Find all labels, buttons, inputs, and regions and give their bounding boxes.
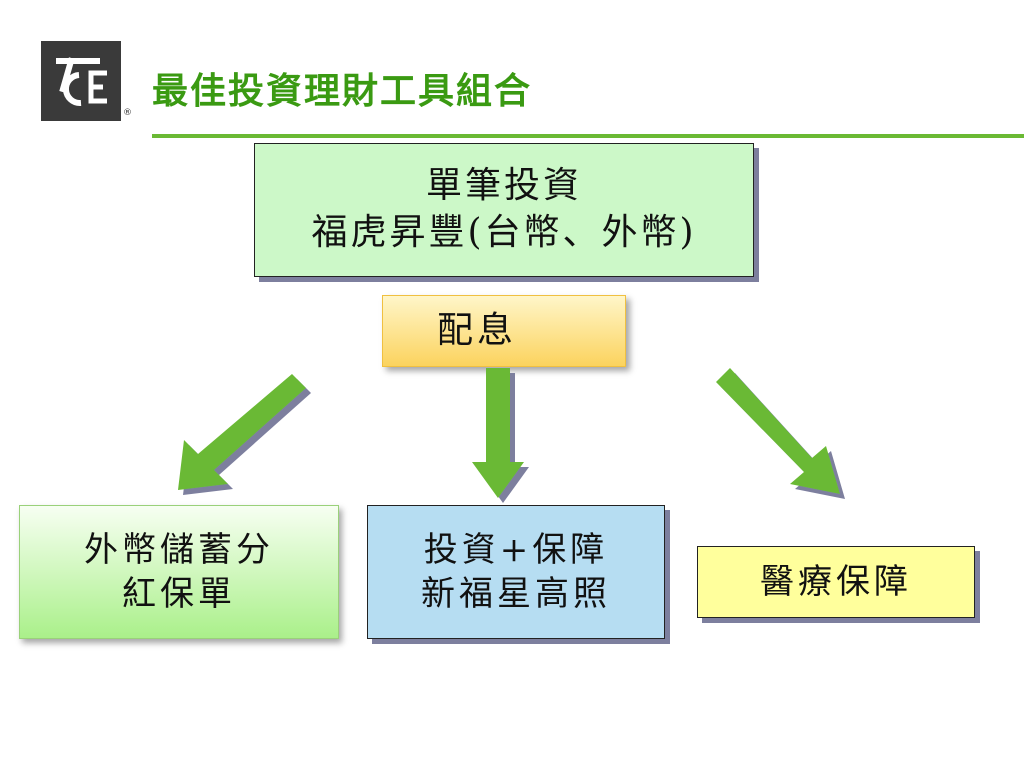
left-box-line-2: 紅保單 [122, 574, 236, 614]
lump-sum-investment-box: 單筆投資 福虎昇豐(台幣、外幣) [254, 143, 754, 277]
header-divider [152, 134, 1024, 138]
center-box-line-2: 新福星高照 [421, 574, 611, 614]
left-box-line-1: 外幣儲蓄分 [84, 529, 274, 570]
registered-mark: ® [123, 108, 132, 118]
arrow-left-icon [178, 374, 306, 490]
arrow-down-icon [472, 368, 524, 498]
dividend-box: 配息 [382, 295, 626, 367]
investment-protection-box: 投資+保障 新福星高照 [367, 505, 665, 639]
right-box-label: 醫療保障 [760, 561, 912, 602]
page-title: 最佳投資理財工具組合 [152, 70, 533, 112]
ace-logo-icon [41, 41, 121, 121]
medical-protection-box: 醫療保障 [697, 546, 975, 618]
dividend-label: 配息 [437, 309, 518, 351]
top-box-line-2: 福虎昇豐(台幣、外幣) [311, 212, 697, 253]
center-box-line-1: 投資+保障 [423, 529, 609, 570]
arrow-right-icon [716, 368, 840, 494]
top-box-line-1: 單筆投資 [425, 165, 582, 207]
fx-savings-policy-box: 外幣儲蓄分 紅保單 [19, 505, 339, 639]
